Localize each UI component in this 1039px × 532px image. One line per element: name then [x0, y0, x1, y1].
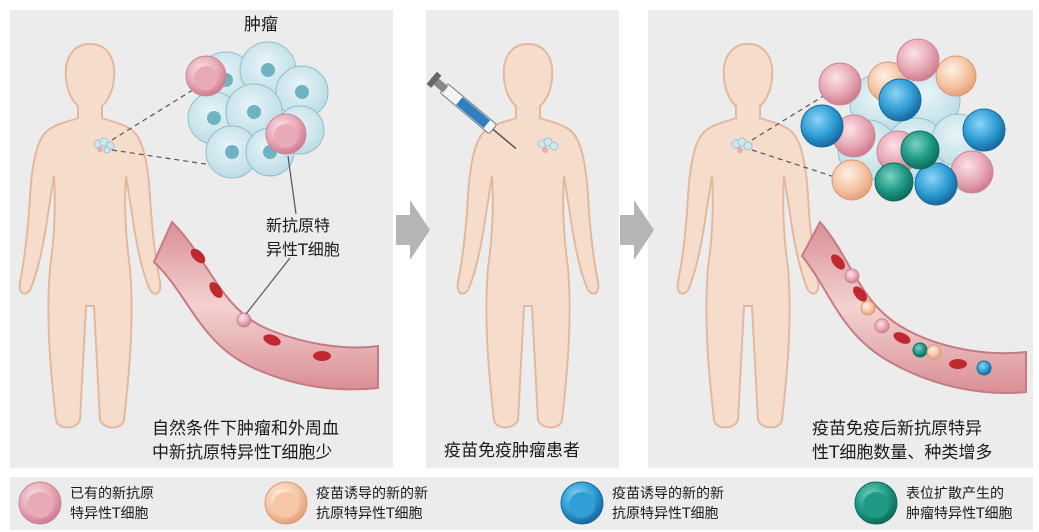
neoantigen-tcell-label-line1: 新抗原特 [266, 214, 330, 237]
arrow-right-icon [620, 200, 654, 260]
blood-vessel-3 [802, 222, 1026, 393]
legend-item-2-line2: 抗原特异性T细胞 [316, 505, 423, 524]
panel3-caption-line1: 疫苗免疫后新抗原特异 [812, 418, 982, 441]
patient-body-3 [678, 44, 819, 428]
legend-item-3-line2: 抗原特异性T细胞 [612, 505, 719, 524]
arrow-right-icon [396, 200, 430, 260]
legend-item-1-line2: 特异性T细胞 [70, 505, 149, 524]
panel2-caption: 疫苗免疫肿瘤患者 [444, 440, 580, 463]
tumor-cluster-1 [186, 42, 328, 178]
legend-item-3-line1: 疫苗诱导的新的新 [612, 485, 724, 504]
legend-item-2-line1: 疫苗诱导的新的新 [316, 485, 428, 504]
legend-item-4-line2: 肿瘤特异性T细胞 [906, 505, 1013, 524]
neoantigen-tcell-label-line2: 异性T细胞 [266, 238, 340, 261]
tumor-label: 肿瘤 [244, 14, 278, 37]
tumor-cluster-3 [801, 39, 1005, 205]
patient-body-1 [20, 44, 161, 428]
patient-body-2 [458, 44, 599, 428]
panel1-caption-line1: 自然条件下肿瘤和外周血 [152, 418, 339, 441]
panel1-caption-line2: 中新抗原特异性T细胞少 [152, 442, 332, 465]
legend-item-4-line1: 表位扩散产生的 [906, 485, 1004, 504]
legend-item-1-line1: 已有的新抗原 [70, 485, 154, 504]
panel3-caption-line2: 性T细胞数量、种类增多 [812, 442, 992, 465]
